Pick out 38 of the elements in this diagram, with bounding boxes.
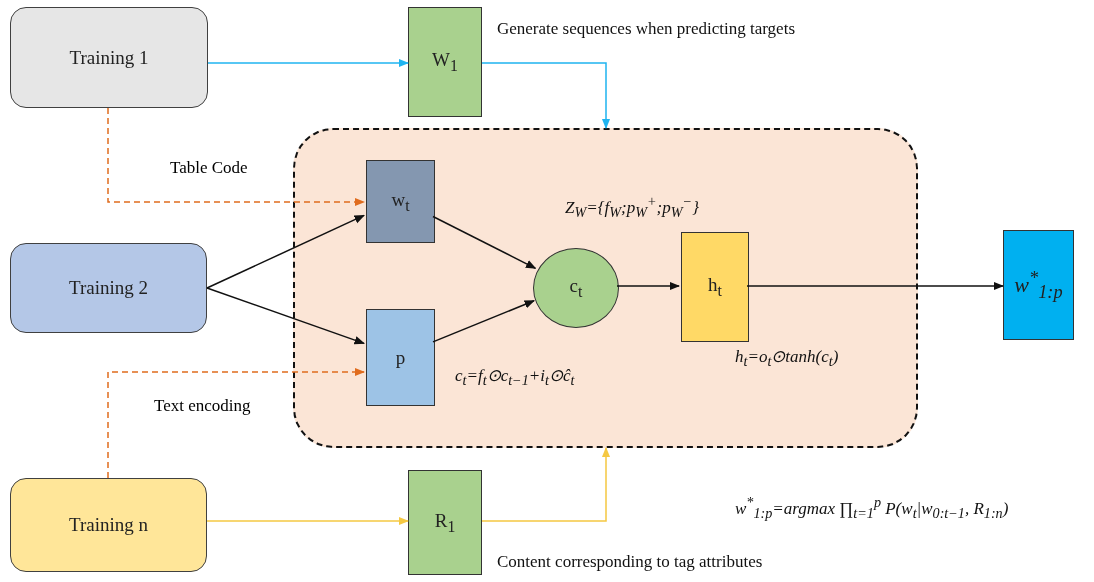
arrow xyxy=(206,214,365,289)
node-label: w$_{t}$ xyxy=(391,188,410,215)
formula: w$^{*}$$_{1:p}$=argmax ∏$_{t=1}$$^{p}$ P(w$_{t}$|w$_{0:t−1}$, R$_{1:n}$) xyxy=(735,494,1009,523)
node-label: R$_{1}$ xyxy=(434,509,456,536)
process-box xyxy=(366,160,435,243)
dashed-container xyxy=(293,128,918,448)
edge-label: Text encoding xyxy=(152,396,253,416)
arrow xyxy=(481,446,611,522)
formula: Z$_{W}$={f$_{W}$;p$_{W}$$^{+}$;p$_{W}$$^{−}$} xyxy=(565,193,699,222)
process-box xyxy=(366,309,435,406)
node-label: c$_{t}$ xyxy=(569,275,583,301)
note-text: Content corresponding to tag attributes xyxy=(497,552,763,572)
process-box xyxy=(10,478,207,572)
arrow xyxy=(616,281,681,291)
arrow xyxy=(481,62,611,130)
node-label: Training 2 xyxy=(69,277,148,299)
formula: c$_{t}$=f$_{t}$⊙c$_{t−1}$+i$_{t}$⊙ĉ$_{t}$ xyxy=(455,365,575,390)
note-text: Generate sequences when predicting targets xyxy=(497,19,795,39)
process-box xyxy=(408,470,482,575)
node-label: Training n xyxy=(69,514,148,536)
arrow xyxy=(107,367,366,479)
node-label: Training 1 xyxy=(69,46,149,69)
arrow xyxy=(107,107,366,207)
process-box xyxy=(408,7,482,117)
formula: h$_{t}$=o$_{t}$⊙tanh(c$_{t}$) xyxy=(735,346,839,371)
process-box xyxy=(681,232,749,342)
process-box xyxy=(10,243,207,333)
arrow xyxy=(207,58,410,68)
process-box xyxy=(1003,230,1074,340)
process-box xyxy=(10,7,208,108)
arrow xyxy=(206,287,365,345)
node-label: W$_{1}$ xyxy=(432,49,458,75)
node-label: p xyxy=(395,346,406,369)
node-label: h$_{t}$ xyxy=(708,274,722,300)
arrow xyxy=(206,516,410,526)
arrow xyxy=(432,215,537,270)
arrow xyxy=(746,281,1005,291)
arrow xyxy=(432,300,535,343)
